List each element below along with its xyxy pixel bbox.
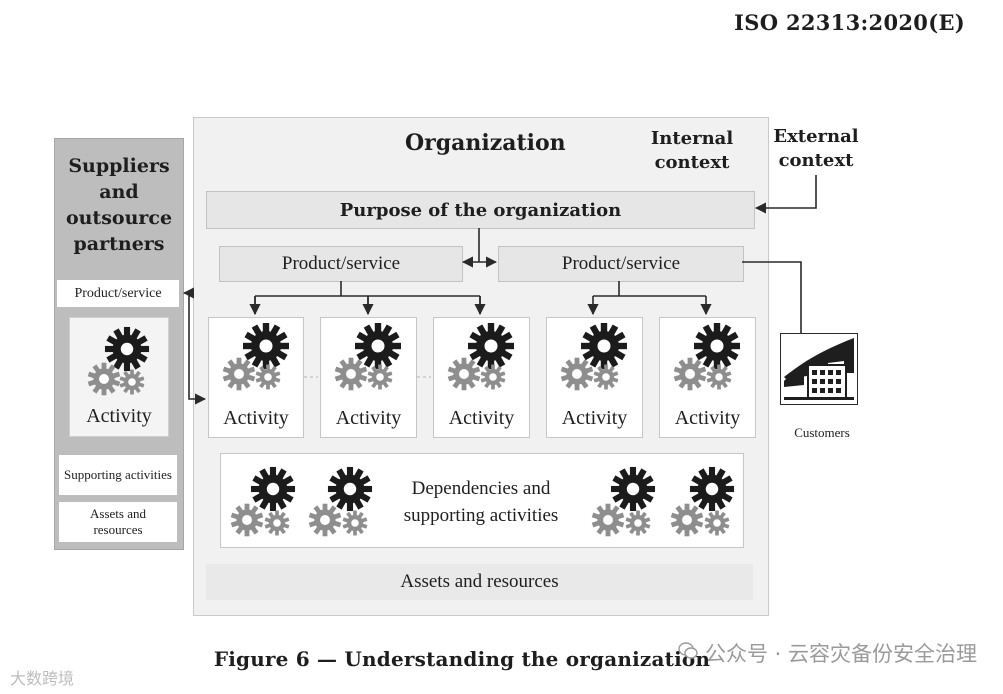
customers-building-icon [780, 333, 858, 405]
suppliers-assets-resources: Assets and resources [59, 502, 177, 542]
suppliers-supporting-activities: Supporting activities [59, 455, 177, 495]
wechat-icon [678, 642, 698, 659]
suppliers-activity-label: Activity [86, 404, 152, 427]
suppliers-product-service: Product/service [57, 280, 179, 307]
organization-title: Organization [405, 130, 566, 156]
purpose-box: Purpose of the organization [206, 191, 755, 229]
watermark-text: 公众号 · 云容灾备份安全治理 [705, 642, 978, 666]
suppliers-title: Suppliers and outsource partners [65, 155, 173, 255]
suppliers-panel: Suppliers and outsource partners Product… [54, 138, 184, 550]
figure-caption: Figure 6 — Understanding the organizatio… [213, 647, 711, 671]
product-service-box-1: Product/service [219, 246, 463, 282]
activity-label: Activity [223, 406, 289, 429]
activity-card-5: Activity [659, 317, 756, 438]
product-service-box-2: Product/service [498, 246, 744, 282]
corner-watermark: 大数跨境 [10, 669, 75, 688]
customers-label: Customers [794, 425, 850, 440]
activity-label: Activity [561, 406, 628, 429]
assets-band: Assets and resources [206, 564, 753, 600]
activity-card-2: Activity [320, 317, 417, 438]
activity-card-4: Activity [546, 317, 643, 438]
dependencies-box: Dependencies and supporting activities [220, 453, 744, 548]
activity-label: Activity [335, 406, 402, 429]
external-context-label: External context [773, 126, 859, 171]
internal-context-label: Internal context [650, 128, 734, 173]
standard-reference: ISO 22313:2020(E) [734, 10, 965, 35]
dependencies-label: Dependencies and supporting activities [403, 478, 559, 526]
activity-label: Activity [448, 406, 515, 429]
activity-card-1: Activity [208, 317, 304, 438]
activity-card-3: Activity [433, 317, 530, 438]
suppliers-activity-card: Activity [69, 317, 169, 437]
activity-label: Activity [674, 406, 741, 429]
